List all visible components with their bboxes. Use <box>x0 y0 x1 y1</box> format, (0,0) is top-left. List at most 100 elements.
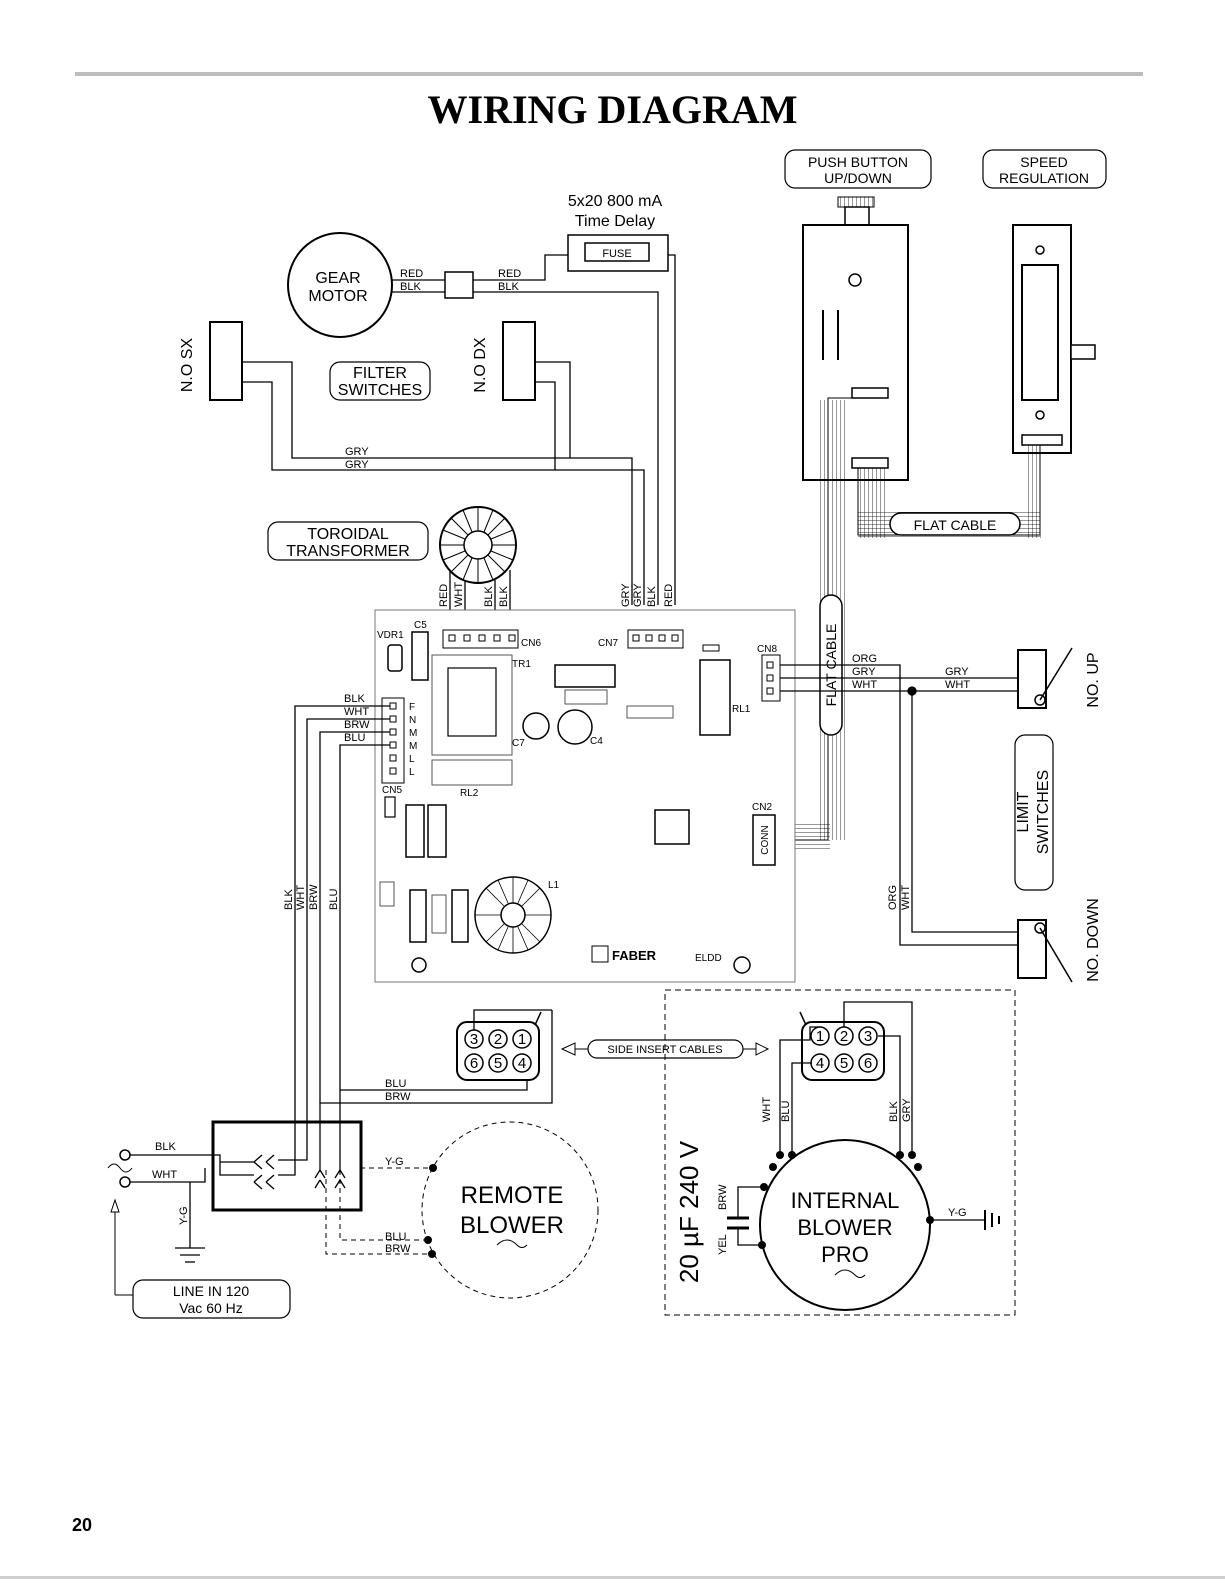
gear-motor: GEAR MOTOR RED BLK RED BLK <box>287 232 521 338</box>
svg-text:RED: RED <box>498 268 521 280</box>
svg-text:SWITCHES: SWITCHES <box>338 382 422 399</box>
svg-text:BRW: BRW <box>717 1184 729 1210</box>
connector-right: 1 2 3 4 5 6 <box>779 1001 913 1155</box>
fuse: 5x20 800 mA Time Delay FUSE <box>567 193 669 272</box>
filter-switch-wires <box>242 361 645 605</box>
svg-text:WHT: WHT <box>852 679 877 691</box>
svg-text:M: M <box>409 728 417 739</box>
svg-text:SWITCHES: SWITCHES <box>1035 770 1052 854</box>
svg-text:CN8: CN8 <box>757 644 777 655</box>
svg-text:REMOTE: REMOTE <box>461 1182 564 1209</box>
svg-text:TRANSFORMER: TRANSFORMER <box>286 543 410 560</box>
svg-text:C5: C5 <box>414 620 427 631</box>
svg-text:Y-G: Y-G <box>948 1207 967 1219</box>
svg-text:CN7: CN7 <box>598 638 618 649</box>
internal-blower-wire-labels: WHT BLU BLK GRY <box>761 1097 913 1122</box>
svg-text:MOTOR: MOTOR <box>308 288 367 305</box>
svg-text:BRW: BRW <box>344 719 370 731</box>
svg-text:WHT: WHT <box>900 885 912 910</box>
svg-text:GRY: GRY <box>852 666 876 678</box>
svg-text:5: 5 <box>494 1055 502 1072</box>
svg-text:BLU: BLU <box>780 1101 792 1122</box>
svg-text:CN2: CN2 <box>752 802 772 813</box>
svg-text:Vac 60 Hz: Vac 60 Hz <box>179 1300 243 1316</box>
limit-switches-label: LIMIT SWITCHES <box>1014 734 1054 891</box>
svg-text:VDR1: VDR1 <box>377 630 404 641</box>
junction-box <box>211 1120 363 1212</box>
svg-text:BLOWER: BLOWER <box>797 1215 892 1240</box>
svg-text:6: 6 <box>470 1055 478 1072</box>
svg-text:BLK: BLK <box>155 1141 176 1153</box>
svg-text:GRY: GRY <box>901 1098 913 1122</box>
svg-text:BLK: BLK <box>344 693 365 705</box>
speed-regulation-module <box>1012 224 1096 454</box>
svg-text:BLK: BLK <box>888 1101 900 1122</box>
svg-text:BRW: BRW <box>385 1091 411 1103</box>
svg-text:NO. DOWN: NO. DOWN <box>1085 898 1102 982</box>
svg-text:RED: RED <box>663 584 675 607</box>
svg-text:GEAR: GEAR <box>315 270 360 287</box>
svg-text:RL2: RL2 <box>460 788 479 799</box>
svg-text:BRW: BRW <box>308 884 320 910</box>
svg-text:RED: RED <box>400 268 423 280</box>
wire-label-gry-1: GRY <box>345 446 369 458</box>
svg-text:YEL: YEL <box>717 1234 729 1255</box>
svg-text:WHT: WHT <box>945 679 970 691</box>
svg-text:4: 4 <box>518 1055 526 1072</box>
internal-blower-box <box>664 989 1016 1316</box>
svg-text:BLU: BLU <box>328 889 340 910</box>
top-rule <box>75 72 1143 76</box>
svg-text:C4: C4 <box>590 736 603 747</box>
svg-text:WHT: WHT <box>453 582 465 607</box>
svg-text:5x20 800 mA: 5x20 800 mA <box>568 193 663 210</box>
svg-text:Time Delay: Time Delay <box>575 213 655 230</box>
svg-text:1: 1 <box>816 1028 824 1045</box>
bottom-rule <box>0 1576 1225 1579</box>
filter-switch-sx: N.O SX <box>179 321 243 401</box>
page-title: WIRING DIAGRAM <box>427 87 798 132</box>
cn5-wire-labels: BLK WHT BRW BLU BLK WHT BRW BLU BLU BRW <box>283 693 411 1103</box>
wire-label-gry-2: GRY <box>345 459 369 471</box>
svg-text:BRW: BRW <box>385 1243 411 1255</box>
svg-text:WHT: WHT <box>295 885 307 910</box>
svg-text:BLK: BLK <box>498 281 519 293</box>
filter-switches-label: FILTER SWITCHES <box>329 361 431 401</box>
svg-text:TR1: TR1 <box>512 659 531 670</box>
svg-text:Y-G: Y-G <box>385 1156 404 1168</box>
svg-text:1: 1 <box>518 1031 526 1048</box>
svg-text:LINE IN 120: LINE IN 120 <box>173 1283 249 1299</box>
svg-text:4: 4 <box>816 1055 824 1072</box>
svg-text:INTERNAL: INTERNAL <box>791 1188 900 1213</box>
svg-text:FABER: FABER <box>612 948 657 963</box>
svg-text:GRY: GRY <box>620 583 632 607</box>
svg-text:BLK: BLK <box>283 889 295 910</box>
svg-text:ORG: ORG <box>852 653 877 665</box>
svg-text:WHT: WHT <box>152 1169 177 1181</box>
limit-switch-wires <box>780 664 1018 946</box>
svg-text:3: 3 <box>864 1028 872 1045</box>
svg-text:LIMIT: LIMIT <box>1015 791 1032 832</box>
svg-text:FUSE: FUSE <box>602 248 631 260</box>
svg-text:BLK: BLK <box>646 586 658 607</box>
svg-text:5: 5 <box>840 1055 848 1072</box>
svg-text:TOROIDAL: TOROIDAL <box>307 526 389 543</box>
svg-text:L1: L1 <box>548 880 560 891</box>
svg-text:SPEED: SPEED <box>1020 154 1067 170</box>
svg-text:20 µF 240 V: 20 µF 240 V <box>674 1140 704 1283</box>
cn8-wire-labels: ORG GRY WHT GRY WHT ORG WHT <box>852 653 970 910</box>
svg-text:BLU: BLU <box>385 1078 406 1090</box>
svg-text:L: L <box>409 754 415 765</box>
svg-text:BLK: BLK <box>483 586 495 607</box>
svg-text:N.O SX: N.O SX <box>179 338 196 393</box>
page-number: 20 <box>72 1515 93 1535</box>
svg-text:2: 2 <box>494 1031 502 1048</box>
filter-switch-dx: N.O DX <box>472 321 536 401</box>
svg-text:L: L <box>409 767 415 778</box>
svg-text:GRY: GRY <box>945 666 969 678</box>
toroidal-transformer: TOROIDAL TRANSFORMER R <box>267 506 517 632</box>
svg-text:F: F <box>409 702 415 713</box>
svg-text:RL1: RL1 <box>732 704 751 715</box>
internal-blower: INTERNAL BLOWER PRO Y-G <box>758 1139 1000 1311</box>
limit-switch-up: NO. UP <box>1017 647 1102 709</box>
